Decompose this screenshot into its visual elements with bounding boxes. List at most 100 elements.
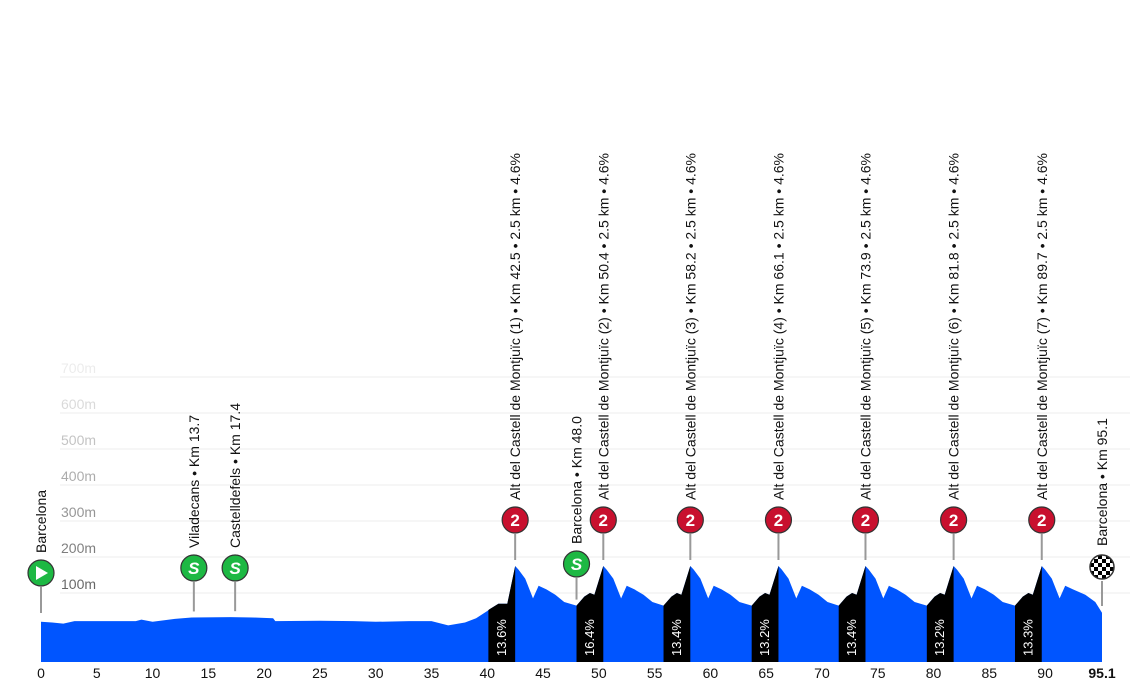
label-part: Km 73.9 <box>857 252 873 304</box>
marker-label: Alt del Castell de Montjuïc (6) • Km 81.… <box>946 153 962 500</box>
label-part: Barcelona <box>569 481 585 544</box>
label-part: 4.6% <box>770 153 786 185</box>
y-tick-label: 100m <box>61 576 96 592</box>
x-tick-label: 25 <box>312 665 328 681</box>
label-part: Alt del Castell de Montjuïc (1) <box>507 317 523 500</box>
label-separator: • <box>857 304 873 317</box>
label-separator: • <box>857 240 873 253</box>
elevation-profile <box>41 566 1102 662</box>
label-separator: • <box>682 240 698 253</box>
label-part: 4.6% <box>1034 153 1050 185</box>
climb-segment <box>1014 566 1042 662</box>
marker-label: Barcelona • Km 95.1 <box>1094 418 1110 546</box>
label-separator: • <box>1094 470 1110 483</box>
y-tick-label: 200m <box>61 540 96 556</box>
label-separator: • <box>507 185 523 198</box>
kom-category-icon <box>676 506 704 534</box>
climb-gradient-label: 13.4% <box>669 619 684 656</box>
x-tick-label: 45 <box>535 665 551 681</box>
label-separator: • <box>186 467 202 480</box>
label-part: Barcelona <box>33 490 49 553</box>
x-tick-label: 65 <box>758 665 774 681</box>
climb-segment <box>926 566 954 662</box>
x-tick-label: 35 <box>424 665 440 681</box>
label-part: Alt del Castell de Montjuïc (6) <box>946 317 962 500</box>
marker-kom: 2 Alt del Castell de Montjuïc (6) • Km 81… <box>940 153 968 560</box>
marker-start: Barcelona <box>27 490 55 613</box>
x-tick-label: 85 <box>982 665 998 681</box>
label-part: Km 89.7 <box>1034 252 1050 304</box>
x-tick-label: 20 <box>256 665 272 681</box>
label-part: Km 66.1 <box>770 252 786 304</box>
climb-gradient-label: 16.4% <box>582 619 597 656</box>
label-part: Km 95.1 <box>1094 418 1110 470</box>
x-tick-label: 70 <box>814 665 830 681</box>
sprint-icon <box>180 554 208 582</box>
label-separator: • <box>507 304 523 317</box>
climb-gradient-label: 13.3% <box>1020 619 1035 656</box>
label-separator: • <box>595 304 611 317</box>
label-part: Km 58.2 <box>682 252 698 304</box>
label-part: 2.5 km <box>595 198 611 240</box>
x-tick-label: 10 <box>145 665 161 681</box>
label-part: Km 50.4 <box>595 252 611 304</box>
climb-gradient-label: 13.2% <box>757 619 772 656</box>
play-icon <box>36 566 48 580</box>
label-part: 4.6% <box>507 153 523 185</box>
marker-label: Alt del Castell de Montjuïc (5) • Km 73.… <box>857 153 873 500</box>
label-part: 2.5 km <box>682 198 698 240</box>
label-part: Alt del Castell de Montjuïc (3) <box>682 317 698 500</box>
label-separator: • <box>595 185 611 198</box>
y-tick-label: 400m <box>61 468 96 484</box>
label-part: 2.5 km <box>946 198 962 240</box>
climb-gradient-label: 13.2% <box>932 619 947 656</box>
marker-label: Alt del Castell de Montjuïc (7) • Km 89.… <box>1034 153 1050 500</box>
kom-category-number: 2 <box>949 511 958 530</box>
marker-label: Alt del Castell de Montjuïc (1) • Km 42.… <box>507 153 523 500</box>
x-tick-label: 60 <box>703 665 719 681</box>
kom-category-icon <box>589 506 617 534</box>
x-tick-label: 55 <box>647 665 663 681</box>
label-part: Km 42.5 <box>507 252 523 304</box>
label-separator: • <box>595 240 611 253</box>
marker-label: Barcelona <box>33 490 49 553</box>
label-part: Km 81.8 <box>946 252 962 304</box>
label-part: Alt del Castell de Montjuïc (2) <box>595 317 611 500</box>
kom-category-icon <box>764 506 793 534</box>
y-tick-label: 600m <box>61 396 96 412</box>
label-part: 4.6% <box>946 153 962 185</box>
y-tick-label: 700m <box>61 360 96 376</box>
climb-gradient-label: 13.4% <box>844 619 859 656</box>
kom-category-icon <box>501 506 529 534</box>
kom-category-number: 2 <box>1037 511 1046 530</box>
label-part: Km 17.4 <box>227 403 243 455</box>
label-separator: • <box>227 455 243 468</box>
kom-category-number: 2 <box>510 511 519 530</box>
x-tick-label: 50 <box>591 665 607 681</box>
y-tick-label: 500m <box>61 432 96 448</box>
label-separator: • <box>569 468 585 481</box>
marker-label: Alt del Castell de Montjuïc (4) • Km 66.… <box>770 153 786 500</box>
climb-segment <box>751 566 779 662</box>
label-separator: • <box>770 304 786 317</box>
x-tick-label: 30 <box>368 665 384 681</box>
label-separator: • <box>857 185 873 198</box>
marker-kom: 2 Alt del Castell de Montjuïc (1) • Km 42… <box>501 153 529 560</box>
climb-segment <box>488 566 516 662</box>
label-separator: • <box>1034 304 1050 317</box>
climb-gradient-label: 13.6% <box>494 619 509 656</box>
label-part: 2.5 km <box>857 198 873 240</box>
label-part: Alt del Castell de Montjuïc (4) <box>770 317 786 500</box>
y-tick-label: 300m <box>61 504 96 520</box>
label-separator: • <box>946 185 962 198</box>
label-part: 4.6% <box>857 153 873 185</box>
label-part: Castelldefels <box>227 468 243 548</box>
x-tick-label: 80 <box>926 665 942 681</box>
label-part: Km 13.7 <box>186 415 202 467</box>
